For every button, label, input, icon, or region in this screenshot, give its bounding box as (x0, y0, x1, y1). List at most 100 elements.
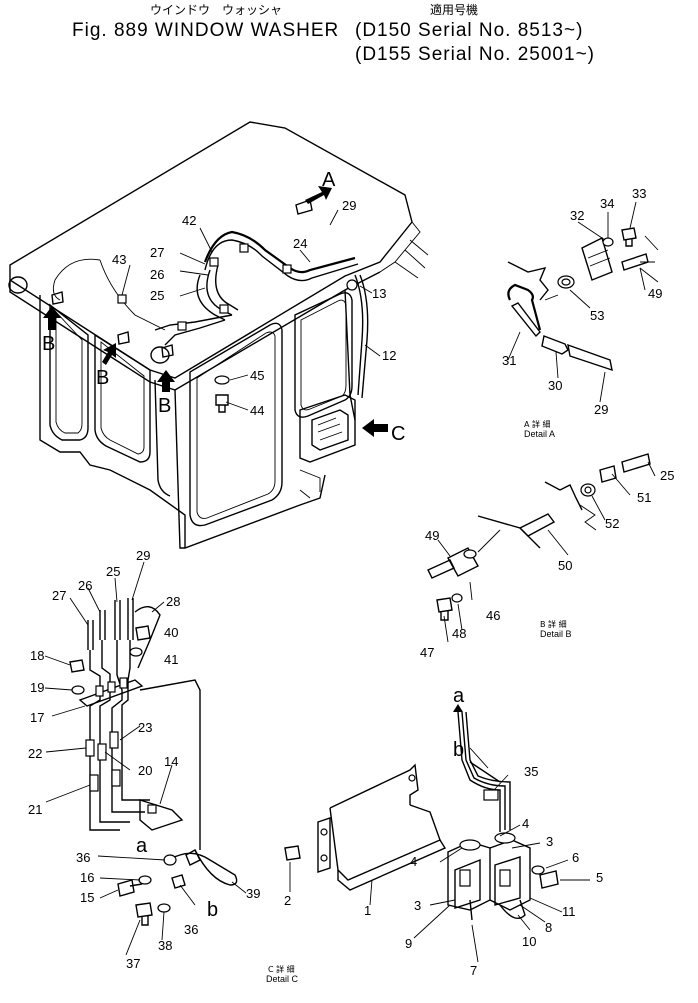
hose-route-3 (111, 640, 145, 813)
part-label: 46 (486, 608, 500, 623)
hose-12 (354, 274, 364, 396)
arrow-b-mid-icon (102, 343, 116, 365)
part-label: 14 (164, 754, 178, 769)
joint-21 (89, 774, 99, 792)
rear-pipe-left (8, 276, 28, 294)
plate-32 (581, 236, 613, 281)
part-label: 25 (660, 468, 674, 483)
hose-28 (134, 606, 161, 669)
hose-to-nozzle-b (164, 319, 226, 346)
motor-body-left (454, 858, 481, 909)
bracket-1-base (329, 804, 441, 881)
hose-25-detail (621, 453, 651, 473)
terminal-8 (499, 869, 511, 887)
fitting-36b (171, 874, 186, 889)
part-label: 15 (80, 890, 94, 905)
bracket-1-flange (317, 817, 331, 873)
part-label: 24 (293, 236, 307, 251)
washer-6 (531, 865, 545, 875)
main-part-labels: 29 24 42 27 26 25 43 13 12 45 44 (112, 198, 396, 418)
part-label: 22 (28, 746, 42, 761)
bolt-18 (69, 659, 85, 673)
part-label: 23 (138, 720, 152, 735)
part-label: 47 (420, 645, 434, 660)
left-rear-window (49, 303, 89, 441)
arrow-a-icon (305, 186, 332, 204)
washer-hoses (51, 199, 369, 413)
bracket-14 (139, 799, 184, 831)
nozzle-51 (599, 465, 617, 483)
terminal-9 (459, 869, 471, 887)
cab-edge-b (477, 515, 541, 549)
part-label: 40 (164, 625, 178, 640)
part-label: 27 (52, 588, 66, 603)
wire-end-a: a (453, 685, 465, 707)
part-label: 3 (546, 834, 553, 849)
wire-a2 (461, 711, 506, 830)
hose-12b (359, 274, 369, 399)
arrow-c-icon (362, 419, 388, 437)
applicable-label-japanese: 適用号機 (430, 2, 478, 17)
hose-25-tip (114, 600, 121, 640)
pipe-31 (507, 283, 542, 331)
nozzle-49-b (427, 559, 455, 579)
part-label: 26 (78, 578, 92, 593)
part-label: 42 (182, 213, 196, 228)
part-label: 41 (164, 652, 178, 667)
clip (219, 304, 229, 314)
washer-motor (311, 409, 349, 451)
washer-48 (451, 593, 463, 603)
detail-b-caption: Detail B (540, 629, 572, 639)
part-label: 1 (364, 903, 371, 918)
fitting-36 (163, 854, 177, 866)
hose-end-b: b (207, 899, 218, 921)
clip (209, 257, 219, 267)
part-label: 8 (545, 920, 552, 935)
part-label: 2 (284, 893, 291, 908)
part-label: 29 (342, 198, 356, 213)
main-leaders (121, 209, 381, 411)
cap-4-left (459, 839, 481, 851)
nozzle-a (295, 199, 313, 215)
hose-25 (196, 274, 226, 321)
nozzle-b-mid (117, 331, 130, 345)
bolt-37 (135, 902, 153, 926)
part-label: 51 (637, 490, 651, 505)
part-label: 36 (76, 850, 90, 865)
bracket-1-edge (337, 839, 447, 891)
roof-bracket-b (544, 481, 583, 511)
hose-29-tip (127, 598, 134, 640)
roof-front-edge (379, 221, 421, 273)
left-door-window (94, 333, 151, 463)
part-label: 39 (246, 886, 260, 901)
part-label: 25 (106, 564, 120, 579)
view-arrows: A B B B C (42, 169, 405, 445)
part-label: 17 (30, 710, 44, 725)
part-label: 49 (648, 286, 662, 301)
bracket-1-back (329, 763, 419, 809)
part-label: 7 (470, 963, 477, 978)
cab-left-body (39, 295, 186, 548)
joint-20 (97, 743, 107, 761)
wire-a3 (465, 711, 511, 830)
bolt-40 (135, 625, 151, 641)
part-label: 10 (522, 934, 536, 949)
connector-30 (541, 335, 569, 355)
part-label: 27 (150, 245, 164, 260)
part-label: 11 (562, 904, 576, 919)
cab-assembly (8, 121, 429, 549)
plate-46 (447, 547, 479, 577)
part-label: 20 (138, 763, 152, 778)
detail-a-caption-jp: A 詳 細 (524, 419, 551, 429)
part-label: 12 (382, 348, 396, 363)
part-label: 52 (605, 516, 619, 531)
clip-43 (117, 294, 127, 304)
front-door-window-inner (196, 331, 276, 519)
bolt-15 (117, 879, 143, 897)
part-label: 3 (414, 898, 421, 913)
header: ウインドウ ウォッシャ Fig. 889 WINDOW WASHER 適用号機 … (72, 2, 594, 65)
bolt-33 (621, 227, 637, 247)
arrow-a-up-icon (453, 704, 463, 712)
joint-23 (109, 731, 119, 749)
